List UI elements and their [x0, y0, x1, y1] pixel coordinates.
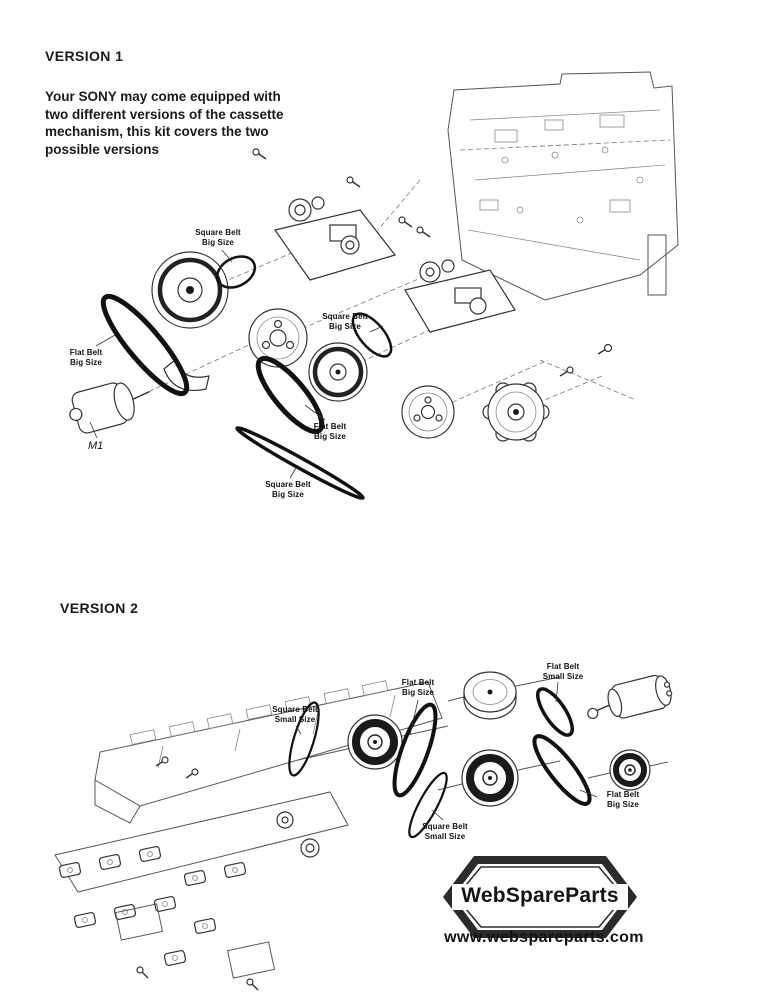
label-flat-belt-big-mid: Flat Belt Big Size: [302, 422, 358, 443]
label-line: Big Size: [314, 432, 346, 442]
label-flat-belt-big-top: Flat Belt Big Size: [390, 678, 446, 699]
label-motor-m1: M1: [88, 440, 104, 452]
label-line: Big Size: [607, 800, 639, 810]
chassis-plate-v1: [447, 71, 679, 301]
motor-v2: [587, 674, 673, 720]
belt-square-big-top: [215, 255, 257, 289]
belt-square-big-long: [235, 426, 365, 500]
label-line: Flat Belt: [69, 348, 103, 357]
head-assembly-b: [404, 259, 516, 333]
label-flat-belt-big-right: Flat Belt Big Size: [595, 790, 651, 811]
pulley-dark-2: [461, 749, 519, 807]
label-line: Big Size: [70, 358, 102, 368]
version1-title: VERSION 1: [45, 48, 124, 64]
version2-title: VERSION 2: [60, 600, 139, 616]
version1-drawing: [69, 71, 679, 500]
head-assembly-a: [274, 196, 397, 281]
label-square-belt-small-bottom: Square Belt Small Size: [412, 822, 478, 843]
label-line: Big Size: [402, 688, 434, 698]
label-flat-belt-big-left: Flat Belt Big Size: [60, 348, 112, 369]
label-line: Big Size: [329, 322, 361, 332]
pulley-holes-2: [401, 385, 455, 439]
version2-exploded-diagram: Square Belt Small Size Flat Belt Big Siz…: [0, 620, 759, 996]
pulley-dark-small: [609, 749, 651, 791]
belt-flat-big-left: [100, 293, 190, 397]
label-line: Small Size: [542, 672, 584, 682]
belt-square-small-left: [288, 701, 320, 777]
screws-v1: [252, 148, 613, 377]
label-line: Square Belt: [272, 705, 318, 714]
label-line: Square Belt: [422, 822, 468, 831]
flywheel-large: [151, 251, 229, 329]
version2-drawing: [54, 671, 673, 991]
label-line: Small Size: [274, 715, 316, 725]
pulley-holes-1: [248, 308, 308, 368]
label-line: Small Size: [424, 832, 466, 842]
belt-square-big-mid: [351, 312, 393, 358]
label-flat-belt-small: Flat Belt Small Size: [535, 662, 591, 683]
label-line: Flat Belt: [401, 678, 435, 687]
label-line: Flat Belt: [606, 790, 640, 799]
label-square-belt-big-bottom: Square Belt Big Size: [260, 480, 316, 501]
label-line: Flat Belt: [313, 422, 347, 431]
label-line: Flat Belt: [546, 662, 580, 671]
webspareparts-logo: WebSpareParts: [442, 854, 638, 940]
belt-flat-big-right: [532, 734, 592, 806]
belt-square-small-bottom: [408, 771, 448, 839]
motor-m1: [69, 382, 150, 434]
version1-description: Your SONY may come equipped with two dif…: [45, 89, 284, 157]
label-square-belt-small-left: Square Belt Small Size: [262, 705, 328, 726]
label-line: Big Size: [272, 490, 304, 500]
label-line: Square Belt: [322, 312, 368, 321]
hexagon-logo-icon: [442, 856, 638, 938]
belt-flat-big-top: [392, 702, 438, 798]
label-square-belt-big-top: Square Belt Big Size: [188, 228, 248, 249]
leader-lines-v2: [295, 681, 598, 821]
label-square-belt-big-mid: Square Belt Big Size: [315, 312, 375, 333]
label-line: Square Belt: [265, 480, 311, 489]
label-line: Square Belt: [195, 228, 241, 237]
pulley-flat-top: [463, 671, 517, 720]
screws-v2: [155, 756, 199, 779]
gear-wheel: [482, 382, 550, 442]
bracket-cluster: [58, 846, 276, 991]
lower-deck: [54, 791, 349, 893]
logo-text: WebSpareParts: [461, 884, 619, 907]
website-url: www.webspareparts.com: [444, 929, 644, 946]
leader-lines-v1: [89, 249, 384, 479]
pulley-dark-1: [347, 714, 403, 770]
chassis-plate-v2: [94, 680, 443, 824]
version1-exploded-diagram: Square Belt Big Size Flat Belt Big Size …: [0, 60, 759, 530]
label-line: Big Size: [202, 238, 234, 248]
pulley-dark-rim: [308, 342, 368, 402]
belt-flat-small: [536, 687, 574, 737]
belt-flat-big-mid: [255, 355, 325, 435]
